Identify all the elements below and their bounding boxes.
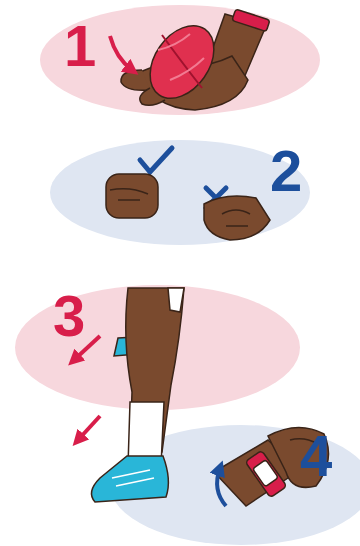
callout-oval: 3 [15,285,300,410]
callout-number: 1 [64,17,96,75]
callout-oval: 1 [40,5,320,115]
callout-oval: 2 [50,140,310,245]
oval-fill [50,140,310,245]
callout-oval: 4 [110,425,360,545]
oval-fill [15,285,300,410]
callout-number: 4 [300,427,332,485]
correct-fist [106,174,158,218]
motion-arrow [78,416,100,440]
oval-fill [40,5,320,115]
oval-fill [110,425,360,545]
callout-number: 2 [270,142,302,200]
callout-number: 3 [53,287,85,345]
